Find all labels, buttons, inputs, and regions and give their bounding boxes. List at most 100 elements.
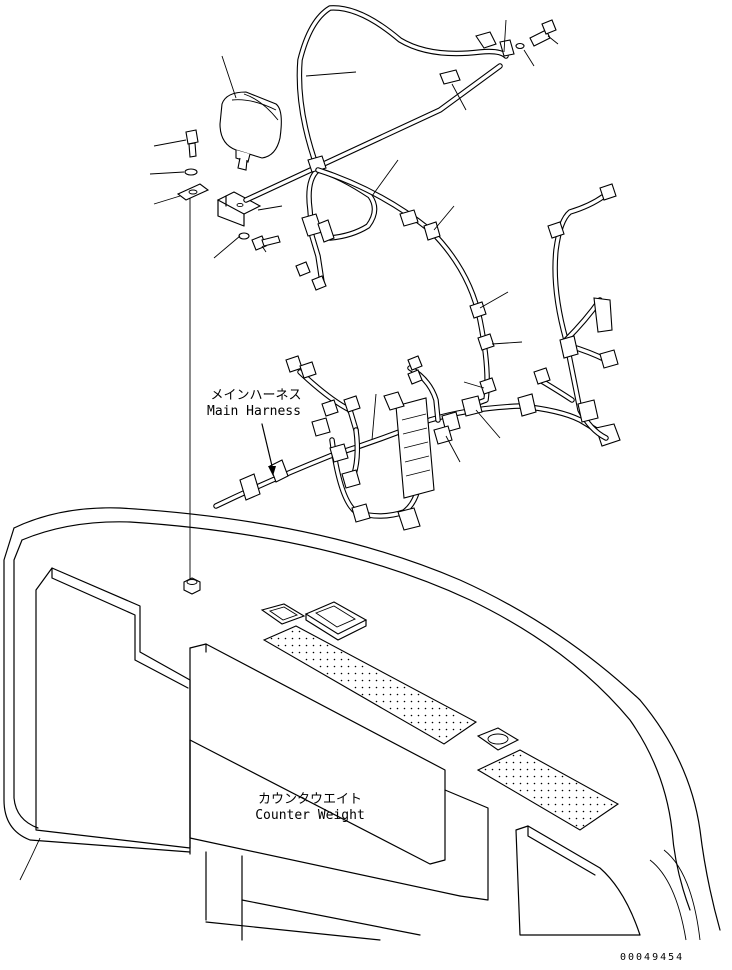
perforation-dot (540, 803, 543, 806)
perforation-dot (382, 693, 385, 696)
mounting-nut (183, 577, 201, 595)
perforation-dot (512, 768, 515, 771)
perforation-dot (452, 714, 455, 717)
perforation-dot (505, 782, 508, 785)
perforation-dot (526, 768, 529, 771)
perforation-dot (312, 637, 315, 640)
perforation-dot (519, 782, 522, 785)
perforation-dot (554, 810, 557, 813)
perforation-dot (540, 782, 543, 785)
perforation-dot (298, 630, 301, 633)
perforation-dot (410, 693, 413, 696)
perforation-dot (368, 693, 371, 696)
perforation-dot (547, 768, 550, 771)
perforation-dot (561, 782, 564, 785)
bolt-upper (185, 129, 199, 158)
perforation-dot (438, 735, 441, 738)
perforation-dot (389, 707, 392, 710)
perforation-dot (589, 803, 592, 806)
washer-lower (238, 232, 250, 240)
perforation-dot (568, 810, 571, 813)
perforation-dot (575, 810, 578, 813)
perforation-dot (382, 679, 385, 682)
perforation-dot (340, 672, 343, 675)
perforation-dot (505, 761, 508, 764)
perforation-dot (589, 817, 592, 820)
counterweight-label-en: Counter Weight (255, 808, 365, 823)
main-harness (213, 167, 621, 531)
perforation-dot (403, 686, 406, 689)
perforation-dot (589, 810, 592, 813)
perforation-dot (575, 803, 578, 806)
perforation-dot (498, 775, 501, 778)
perforation-dot (610, 803, 613, 806)
perforation-dot (575, 817, 578, 820)
perforation-dot (512, 782, 515, 785)
perforation-dot (533, 775, 536, 778)
perforation-dot (438, 728, 441, 731)
perforation-dot (568, 789, 571, 792)
perforation-dot (526, 789, 529, 792)
perforation-dot (519, 775, 522, 778)
perforation-dot (554, 796, 557, 799)
perforation-dot (582, 789, 585, 792)
perforation-dot (368, 686, 371, 689)
counterweight-left-panel (35, 567, 191, 849)
perforation-dot (361, 672, 364, 675)
perforation-dot (410, 721, 413, 724)
perforation-dot (361, 686, 364, 689)
perforation-dot (312, 658, 315, 661)
perforation-dot (568, 796, 571, 799)
lamp-harness (296, 5, 557, 173)
perforation-dot (375, 686, 378, 689)
perforation-dot (354, 665, 357, 668)
perforation-dot (305, 637, 308, 640)
perforation-dot (445, 714, 448, 717)
perforation-dot (326, 672, 329, 675)
perforation-dot (305, 644, 308, 647)
perforation-dot (298, 651, 301, 654)
perforation-dot (389, 693, 392, 696)
perforation-dot (354, 672, 357, 675)
perforation-dot (396, 686, 399, 689)
perforation-dot (410, 707, 413, 710)
perforation-dot (459, 721, 462, 724)
perforation-dot (333, 658, 336, 661)
perforation-dot (533, 796, 536, 799)
perforation-dot (340, 658, 343, 661)
access-cover-small (260, 603, 306, 625)
perforation-dot (561, 775, 564, 778)
perforation-dot (498, 768, 501, 771)
work-lamp (219, 91, 282, 171)
perforation-dot (354, 686, 357, 689)
perforation-dot (519, 789, 522, 792)
perforation-dot (277, 637, 280, 640)
perforation-dot (547, 796, 550, 799)
perforation-dot (340, 651, 343, 654)
perforation-dot (491, 768, 494, 771)
perforation-dot (284, 644, 287, 647)
perforation-dot (361, 665, 364, 668)
perforation-dot (445, 728, 448, 731)
perforation-dot (375, 700, 378, 703)
perforation-dot (445, 707, 448, 710)
perforation-dot (533, 768, 536, 771)
perforation-dot (424, 714, 427, 717)
perforation-dot (512, 761, 515, 764)
perforation-dot (389, 686, 392, 689)
perforation-dot (333, 672, 336, 675)
perforation-dot (389, 700, 392, 703)
perforation-dot (452, 728, 455, 731)
perforation-dot (438, 714, 441, 717)
counterweight-center-block (189, 643, 446, 865)
perforation-dot (382, 686, 385, 689)
harness-branch-right (533, 183, 619, 441)
perforation-dot (596, 803, 599, 806)
perforation-dot (505, 768, 508, 771)
perforation-dot (424, 700, 427, 703)
perforation-dot (526, 782, 529, 785)
perforation-dot (547, 789, 550, 792)
perforation-dot (319, 651, 322, 654)
perforation-dot (431, 707, 434, 710)
